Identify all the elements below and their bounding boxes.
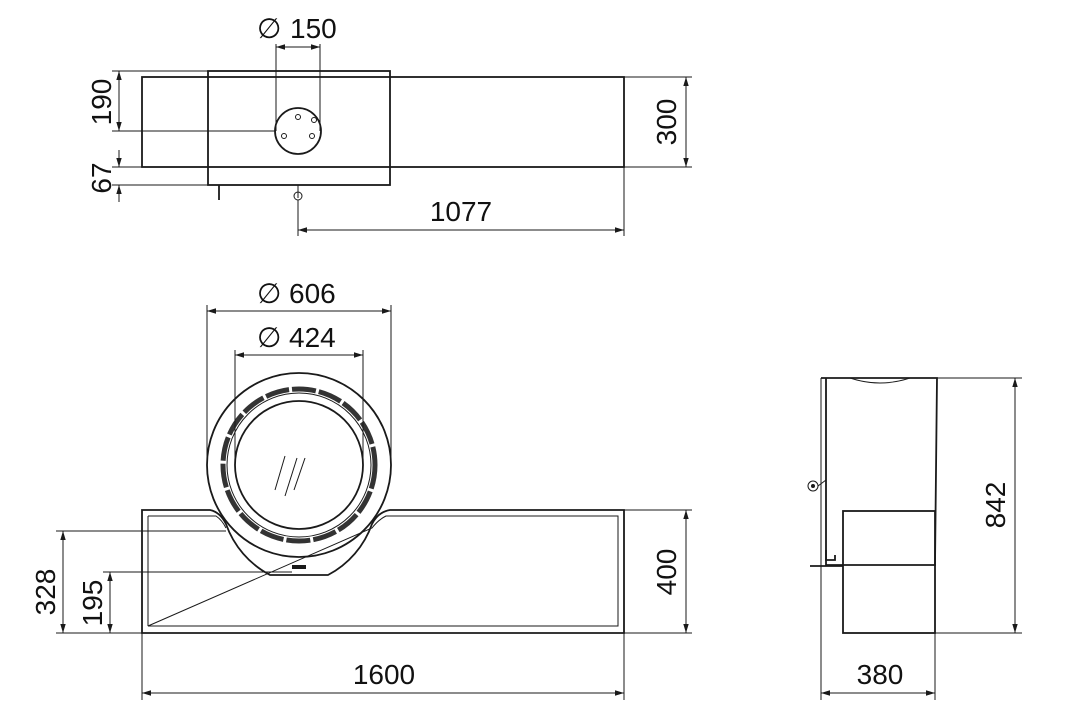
top-view-body [141, 76, 625, 168]
diameter-symbol: ∅ [257, 322, 281, 353]
dim-67: 67 [86, 162, 117, 193]
diameter-symbol: ∅ [257, 13, 281, 44]
side-view-base [842, 510, 936, 634]
top-view-drum-housing [207, 70, 391, 186]
dim-1077: 1077 [430, 196, 492, 227]
dim-190: 190 [86, 79, 117, 126]
side-view-drum [821, 377, 938, 566]
door-glass [234, 400, 364, 530]
dim-195: 195 [77, 580, 108, 627]
dim-outer-diameter: 606 [289, 278, 336, 309]
dim-328: 328 [30, 569, 61, 616]
dim-380: 380 [857, 659, 904, 690]
door-ring [220, 386, 378, 544]
dim-300: 300 [651, 99, 682, 146]
front-view-base [141, 509, 625, 634]
dim-400: 400 [651, 549, 682, 596]
dim-pipe-diameter: 150 [290, 13, 337, 44]
top-view: ∅ 150 190 67 300 1077 [86, 13, 692, 236]
front-view: ∅ 606 ∅ 424 328 195 400 1600 [30, 278, 692, 700]
dim-1600: 1600 [353, 659, 415, 690]
diameter-symbol: ∅ [257, 278, 281, 309]
dim-842: 842 [980, 482, 1011, 529]
side-view: 842 380 [807, 377, 1022, 700]
dim-inner-diameter: 424 [289, 322, 336, 353]
